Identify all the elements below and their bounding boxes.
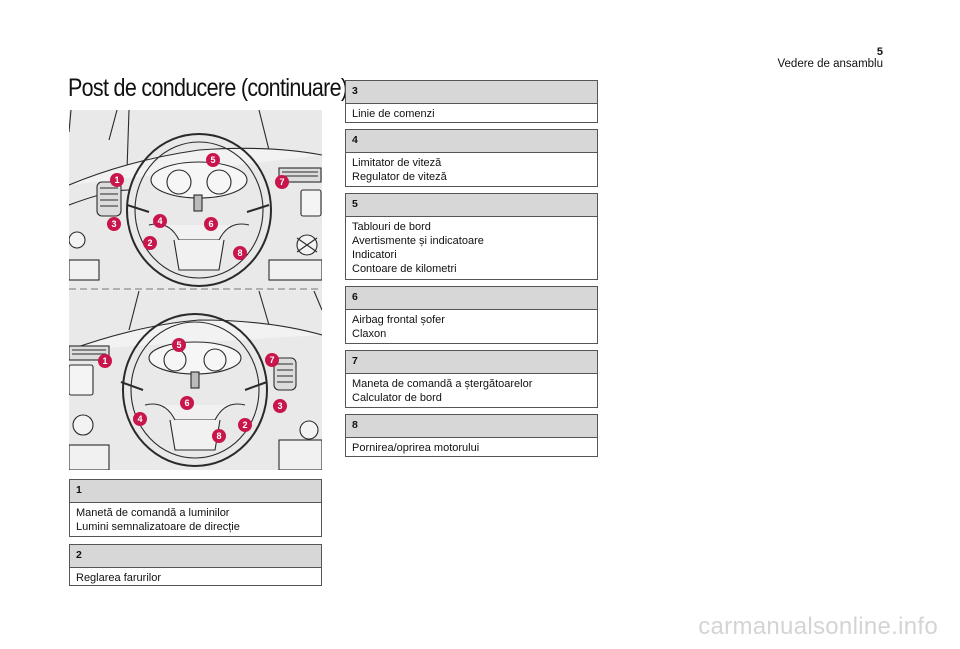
dashboard-illustration: 1 2 3 4 5 6 7 8 1 2 3 4 5 6 7 8 [69,110,322,470]
callout-top-2: 2 [143,236,157,250]
item-box-1: 1 Manetă de comandă a luminilor Lumini s… [69,479,322,537]
svg-text:6: 6 [208,219,213,229]
svg-text:4: 4 [137,414,142,424]
callout-bottom-5: 5 [172,338,186,352]
item-text: Contoare de kilometri [352,263,457,275]
svg-text:6: 6 [184,398,189,408]
callout-bottom-4: 4 [133,412,147,426]
callout-top-5: 5 [206,153,220,167]
svg-text:7: 7 [269,355,274,365]
item-number: 8 [346,415,597,438]
item-number: 1 [70,480,321,503]
item-text: Lumini semnalizatoare de direcție [76,521,240,533]
item-number: 3 [346,81,597,104]
callout-top-8: 8 [233,246,247,260]
callout-bottom-7: 7 [265,353,279,367]
svg-text:4: 4 [157,216,162,226]
item-text: Manetă de comandă a luminilor [76,507,230,519]
item-number: 7 [346,351,597,374]
svg-text:2: 2 [242,420,247,430]
item-number: 2 [70,545,321,568]
callout-bottom-1: 1 [98,354,112,368]
item-number: 6 [346,287,597,310]
callout-top-7: 7 [275,175,289,189]
item-box-7: 7 Maneta de comandă a ștergătoarelor Cal… [345,350,598,408]
page-number: 5 [876,46,883,58]
callout-bottom-6: 6 [180,396,194,410]
item-number: 4 [346,130,597,153]
svg-text:7: 7 [279,177,284,187]
item-text: Linie de comenzi [352,108,435,120]
item-text: Pornirea/oprirea motorului [352,442,480,454]
svg-text:1: 1 [114,175,119,185]
item-box-6: 6 Airbag frontal șofer Claxon [345,286,598,344]
callout-bottom-2: 2 [238,418,252,432]
item-box-5: 5 Tablouri de bord Avertismente și indic… [345,193,598,280]
item-text: Claxon [352,328,387,340]
item-box-4: 4 Limitator de viteză Regulator de vitez… [345,129,598,187]
callout-bottom-3: 3 [273,399,287,413]
item-text: Maneta de comandă a ștergătoarelor [352,378,533,390]
item-number: 5 [346,194,597,217]
callout-bottom-8: 8 [212,429,226,443]
page-title: Post de conducere (continuare) [68,74,348,102]
item-box-2: 2 Reglarea farurilor [69,544,322,586]
item-text: Calculator de bord [352,392,442,404]
svg-text:8: 8 [237,248,242,258]
svg-text:3: 3 [111,219,116,229]
callout-top-6: 6 [204,217,218,231]
item-box-8: 8 Pornirea/oprirea motorului [345,414,598,457]
item-box-3: 3 Linie de comenzi [345,80,598,123]
svg-text:5: 5 [176,340,181,350]
callout-top-3: 3 [107,217,121,231]
item-text: Reglarea farurilor [76,572,161,584]
item-text: Avertismente și indicatoare [352,235,484,247]
callout-top-4: 4 [153,214,167,228]
item-text: Limitator de viteză [352,157,442,169]
item-text: Tablouri de bord [352,221,431,233]
svg-text:2: 2 [147,238,152,248]
callout-top-1: 1 [110,173,124,187]
item-text: Indicatori [352,249,397,261]
item-text: Regulator de viteză [352,171,447,183]
svg-text:3: 3 [277,401,282,411]
item-text: Airbag frontal șofer [352,314,445,326]
svg-text:1: 1 [102,356,107,366]
watermark: carmanualsonline.info [698,613,938,640]
svg-text:8: 8 [216,431,221,441]
svg-text:5: 5 [210,155,215,165]
section-name: Vedere de ansamblu [777,58,884,70]
